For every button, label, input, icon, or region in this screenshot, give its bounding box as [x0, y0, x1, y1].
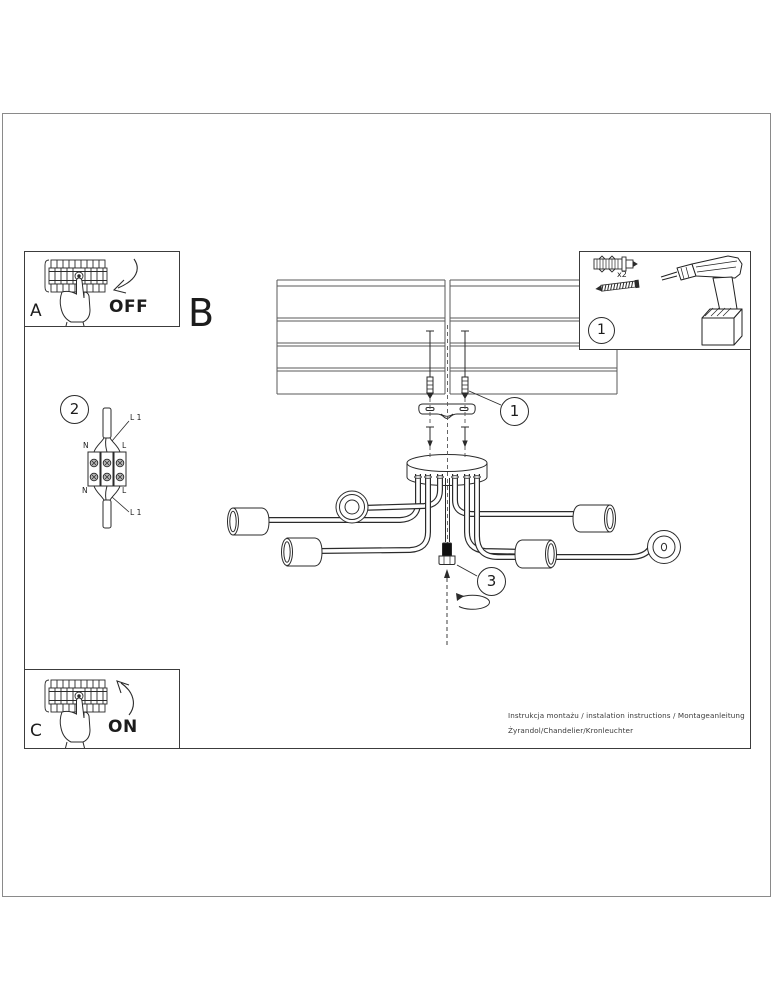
- ceiling-screws: [426, 330, 469, 399]
- parts-callout-badge: 1: [588, 317, 615, 344]
- panel-c-label: C: [30, 721, 42, 741]
- wire-label-leaders: [111, 420, 130, 513]
- rotation-arrow-icon: [444, 569, 490, 648]
- on-label: ON: [108, 717, 138, 737]
- panel-a-label: A: [30, 301, 42, 321]
- terminal-screws: [89, 458, 125, 482]
- finial-screw: [438, 542, 456, 565]
- off-label: OFF: [109, 297, 149, 317]
- panel-step-c: [24, 669, 180, 749]
- wire-label-n-bottom: N: [82, 486, 88, 495]
- wire-label-n-top: N: [83, 441, 89, 450]
- socket-ring: [335, 490, 369, 524]
- screw-icon: [595, 279, 640, 292]
- footer-line1: Instrukcja montażu / instalation instruc…: [508, 711, 745, 720]
- arm-ring: [359, 474, 443, 511]
- arm-upper-left: [268, 474, 421, 523]
- socket-upper-right: [572, 504, 616, 533]
- panel-step-a: [24, 251, 180, 327]
- wire-label-l1-top: L 1: [130, 413, 142, 422]
- alignment-dashed-lines: [429, 325, 466, 543]
- wire-label-l-bottom: L: [122, 486, 127, 495]
- arm-lower-left: [319, 474, 431, 554]
- callout-3-badge: 3: [477, 567, 506, 596]
- dowel-qty-label: x2: [617, 270, 627, 279]
- callout-3-leader: [456, 564, 478, 577]
- callout-1-badge: 1: [500, 397, 529, 426]
- tube-collars: [414, 475, 481, 479]
- arm-far-right: [474, 474, 654, 560]
- drawing-frame-left: [24, 251, 25, 749]
- wall-plug-icon: [593, 255, 638, 273]
- socket-lower-left: [281, 537, 323, 567]
- chandelier-arms: [268, 474, 654, 560]
- callout-2-badge: 2: [60, 395, 89, 424]
- wire-label-l1-bottom: L 1: [130, 508, 142, 517]
- wiring-diagram: [87, 407, 130, 529]
- drawing-frame-right: [750, 251, 751, 749]
- socket-end-right: [647, 530, 681, 564]
- page-border: [2, 113, 771, 897]
- canopy-screws: [426, 426, 469, 448]
- lamp-sockets: [227, 490, 681, 569]
- wire-label-l-top: L: [122, 441, 127, 450]
- socket-far-left: [227, 507, 270, 536]
- drill-icon: [660, 255, 743, 346]
- ceiling-planks: [276, 279, 618, 395]
- drawing-frame-bottom: [24, 748, 751, 749]
- lamp-wire-bottom: [102, 499, 112, 529]
- callout-1-leader: [468, 390, 502, 406]
- footer-line2: Żyrandol/Chandelier/Kronleuchter: [508, 726, 634, 735]
- step-b-label: B: [188, 291, 215, 335]
- curved-arrow-down-icon: [112, 258, 138, 294]
- arm-upper-right: [452, 474, 585, 517]
- curved-arrow-up-icon: [116, 680, 134, 716]
- mounting-bracket: [418, 403, 476, 419]
- socket-lower-right: [514, 539, 557, 569]
- supply-wire-top: [102, 407, 112, 439]
- parts-box: [579, 251, 751, 350]
- central-rod: [445, 478, 450, 542]
